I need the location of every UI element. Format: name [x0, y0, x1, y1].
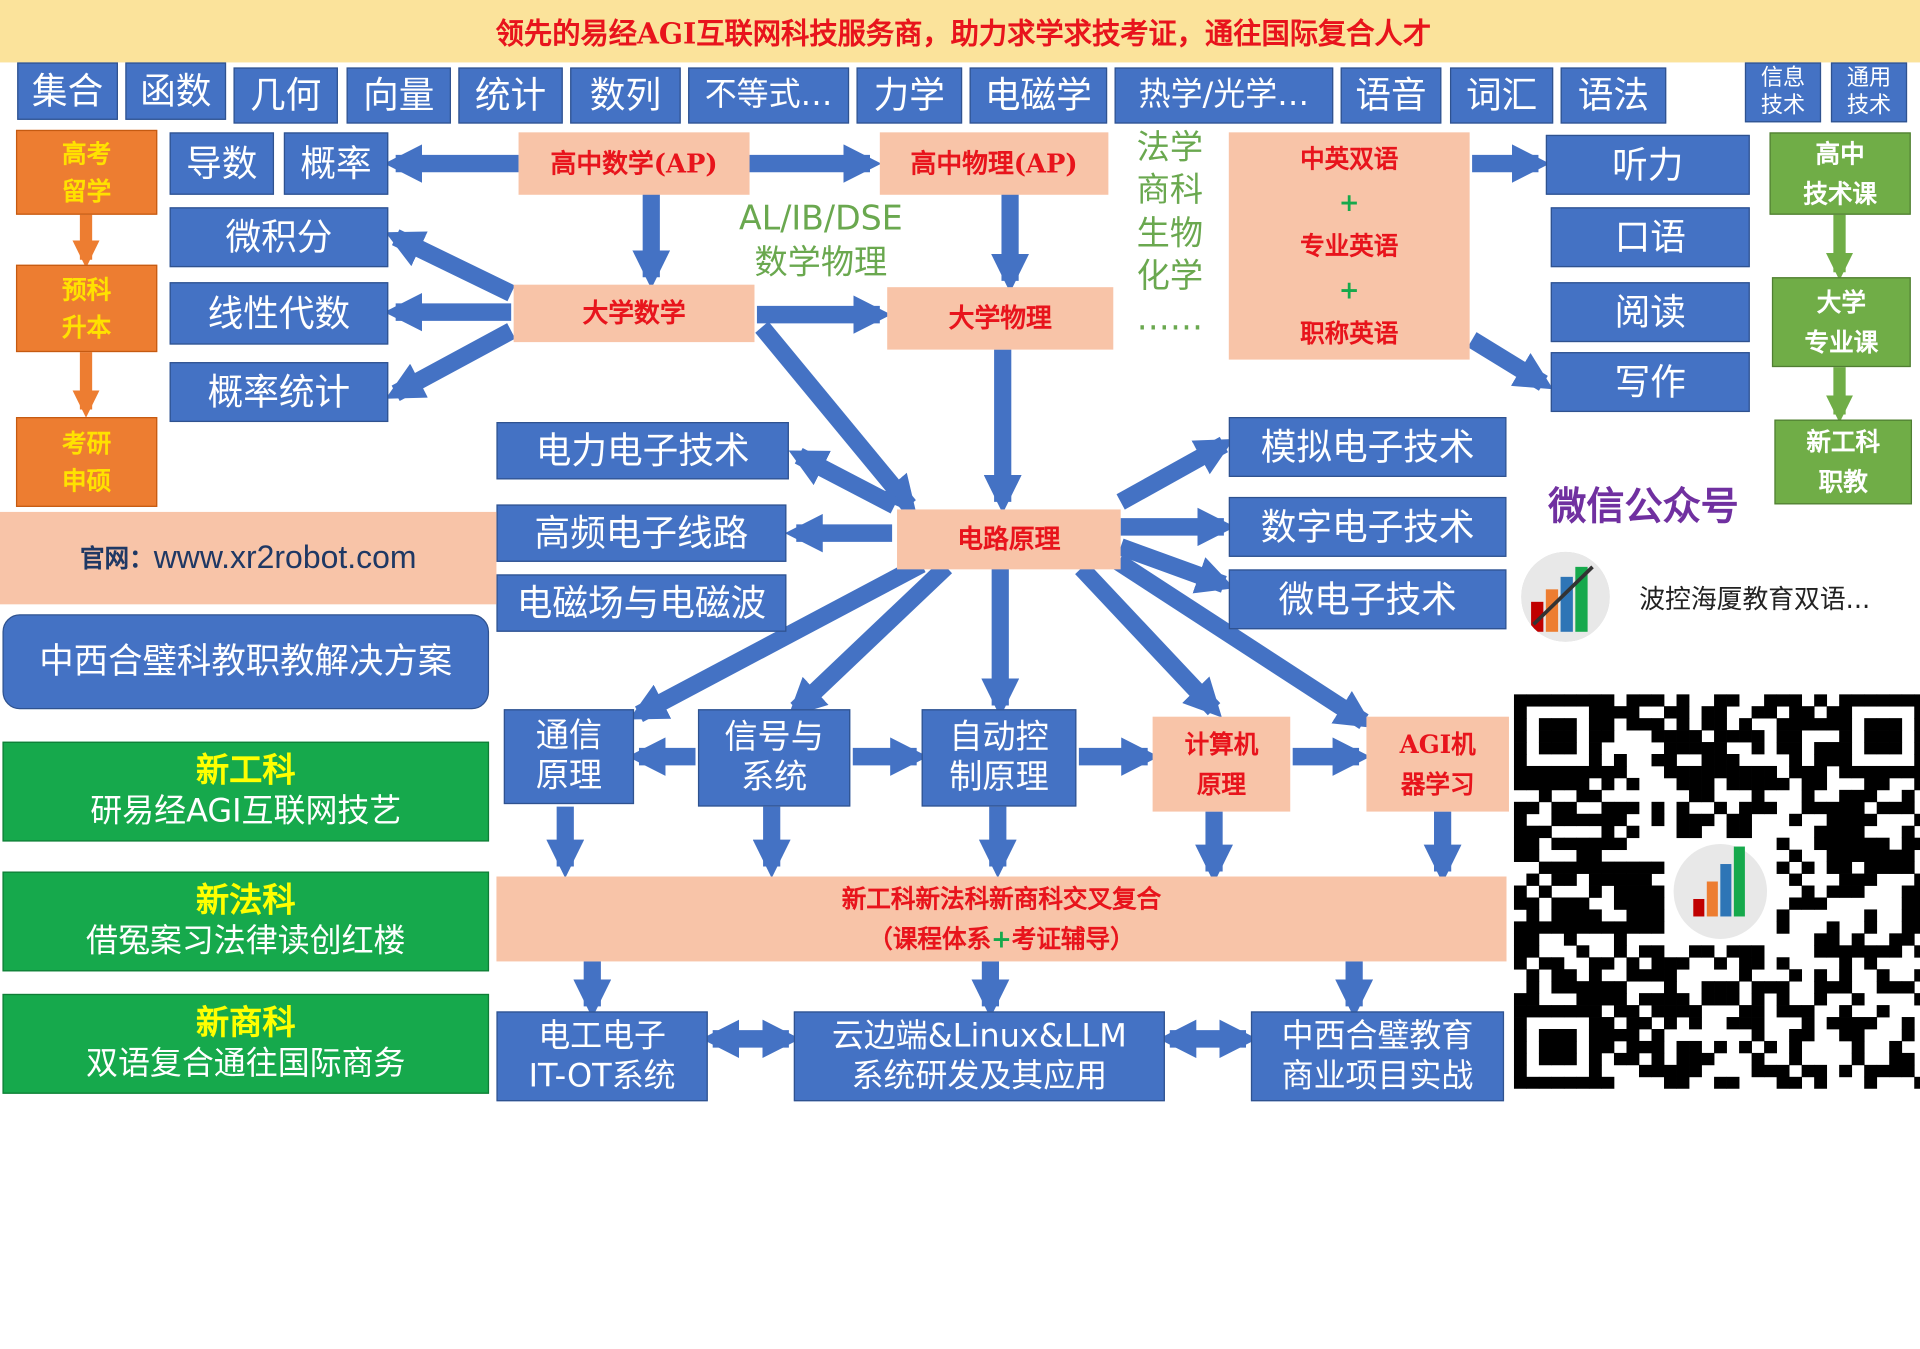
signals-systems: 信号与 系统 — [697, 709, 851, 807]
wechat-title: 微信公众号 — [1548, 484, 1739, 530]
ee-it-ot: 电工电子 IT-OT系统 — [496, 1011, 708, 1102]
flow-arrows — [72, 144, 1854, 1059]
new-law: 新法科 借冤案习法律读创红楼 — [2, 871, 490, 972]
plus-sign: + — [1338, 274, 1360, 305]
arrow-circuit-to-signal — [787, 560, 953, 718]
arrow-circuit-to-analog — [1116, 436, 1234, 510]
new-field-title: 新工科 — [195, 751, 296, 791]
cross-discipline: 新工科新法科新商科交叉复合 （课程体系+考证辅导） — [496, 876, 1507, 962]
header-banner: 领先的易经AGI互联网科技服务商，助力求学求技考证，通往国际复合人才 — [0, 0, 1920, 63]
path-gaokao: 高考 留学 — [15, 129, 158, 215]
skill-speaking: 口语 — [1550, 207, 1750, 268]
topic-info-tech: 信息 技术 — [1744, 62, 1822, 123]
green-uni-major: 大学 专业课 — [1771, 277, 1911, 368]
topic-vectors: 向量 — [346, 67, 451, 124]
topic-general-tech: 通用 技术 — [1830, 62, 1908, 123]
wechat-avatar — [1521, 551, 1610, 642]
arrow-circuit-to-comm — [628, 556, 926, 722]
path-postgrad: 考研 申硕 — [15, 417, 158, 507]
arrow-circuit-to-agi — [1113, 554, 1374, 730]
website-block: 官网： www.xr2robot.com — [0, 511, 497, 605]
skill-reading: 阅读 — [1550, 282, 1750, 343]
path-foundation: 预科 升本 — [15, 264, 158, 353]
topic-vocabulary: 词汇 — [1449, 67, 1554, 124]
uni-math: 大学数学 — [513, 284, 755, 343]
elec-high-frequency: 高频电子线路 — [496, 504, 787, 562]
computer-principles: 计算机 原理 — [1152, 716, 1291, 812]
topic-sequences: 数列 — [570, 67, 681, 124]
cross-subtitle: （课程体系+考证辅导） — [868, 923, 1135, 954]
circuit-principles: 电路原理 — [897, 509, 1121, 570]
arrow-unimath-to-probstat — [385, 323, 516, 402]
elec-analog: 模拟电子技术 — [1228, 417, 1507, 477]
biz-projects: 中西合璧教育 商业项目实战 — [1250, 1011, 1505, 1102]
english-block: 中英双语 + 专业英语 + 职称英语 — [1228, 132, 1470, 360]
cross-title: 新工科新法科新商科交叉复合 — [841, 884, 1162, 914]
english-professional: 专业英语 — [1300, 230, 1399, 261]
math-prob-stats: 概率统计 — [169, 362, 389, 423]
arrow-unimath-to-calculus — [385, 229, 515, 302]
new-field-desc: 双语复合通往国际商务 — [85, 1044, 406, 1083]
topic-thermal-optics: 热学/光学… — [1114, 67, 1334, 124]
plus-sign: + — [1338, 186, 1360, 217]
website-label: 官网： — [79, 543, 154, 574]
wechat-account-name: 波控海厦教育双语... — [1639, 584, 1871, 615]
qr-code — [1513, 694, 1920, 1090]
arrow-unimath-to-circuit — [755, 321, 917, 515]
new-field-title: 新法科 — [195, 881, 296, 921]
topic-geometry: 几何 — [233, 67, 338, 124]
elec-micro: 微电子技术 — [1228, 569, 1507, 630]
new-field-desc: 研易经AGI互联网技艺 — [90, 792, 402, 830]
topic-grammar: 语法 — [1560, 67, 1667, 124]
math-calculus: 微积分 — [169, 207, 389, 268]
math-probability: 概率 — [283, 132, 389, 195]
hs-physics-ap: 高中物理(AP) — [879, 132, 1109, 195]
topic-sets: 集合 — [17, 62, 118, 120]
new-business: 新商科 双语复合通往国际商务 — [2, 993, 490, 1094]
skill-listening: 听力 — [1545, 134, 1750, 195]
elec-power-electronics: 电力电子技术 — [496, 422, 789, 480]
english-title-exam: 职称英语 — [1300, 317, 1399, 348]
solution-banner: 中西合璧科教职教解决方案 — [2, 614, 490, 710]
hs-math-ap: 高中数学(AP) — [518, 132, 750, 195]
math-derivatives: 导数 — [169, 132, 275, 195]
other-subjects-label: 法学 商科 生物 化学 …… — [1136, 128, 1203, 339]
new-field-title: 新商科 — [195, 1004, 296, 1043]
math-linear-algebra: 线性代数 — [169, 282, 389, 345]
topic-inequalities: 不等式… — [688, 67, 850, 124]
comm-principles: 通信 原理 — [503, 709, 635, 805]
arrow-circuit-to-power — [788, 447, 899, 514]
new-engineering: 新工科 研易经AGI互联网技艺 — [2, 741, 490, 842]
arrow-circuit-to-micro — [1117, 538, 1235, 594]
website-url[interactable]: www.xr2robot.com — [153, 538, 417, 577]
new-field-desc: 借冤案习法律读创红楼 — [85, 922, 406, 960]
elec-digital: 数字电子技术 — [1228, 496, 1507, 557]
green-new-eng-voc: 新工科 职教 — [1774, 419, 1913, 505]
agi-machine-learning: AGI机 器学习 — [1366, 716, 1509, 812]
english-bilingual: 中英双语 — [1300, 142, 1399, 173]
arrow-circuit-to-computer — [1075, 562, 1222, 718]
skill-writing: 写作 — [1550, 352, 1750, 413]
arrow-english-to-writing — [1467, 332, 1554, 391]
topic-electromagnetism: 电磁学 — [969, 67, 1108, 124]
topic-phonetics: 语音 — [1340, 67, 1442, 124]
al-ib-dse-label: AL/IB/DSE 数学物理 — [739, 199, 903, 283]
topic-functions: 函数 — [125, 62, 227, 120]
control-principles: 自动控 制原理 — [921, 709, 1077, 807]
cloud-linux-llm: 云边端&Linux&LLM 系统研发及其应用 — [793, 1011, 1165, 1102]
elec-em-fields: 电磁场与电磁波 — [496, 574, 787, 632]
topic-statistics: 统计 — [458, 67, 563, 124]
topic-mechanics: 力学 — [856, 67, 963, 124]
uni-physics: 大学物理 — [887, 287, 1114, 350]
green-hs-tech: 高中 技术课 — [1769, 132, 1911, 215]
